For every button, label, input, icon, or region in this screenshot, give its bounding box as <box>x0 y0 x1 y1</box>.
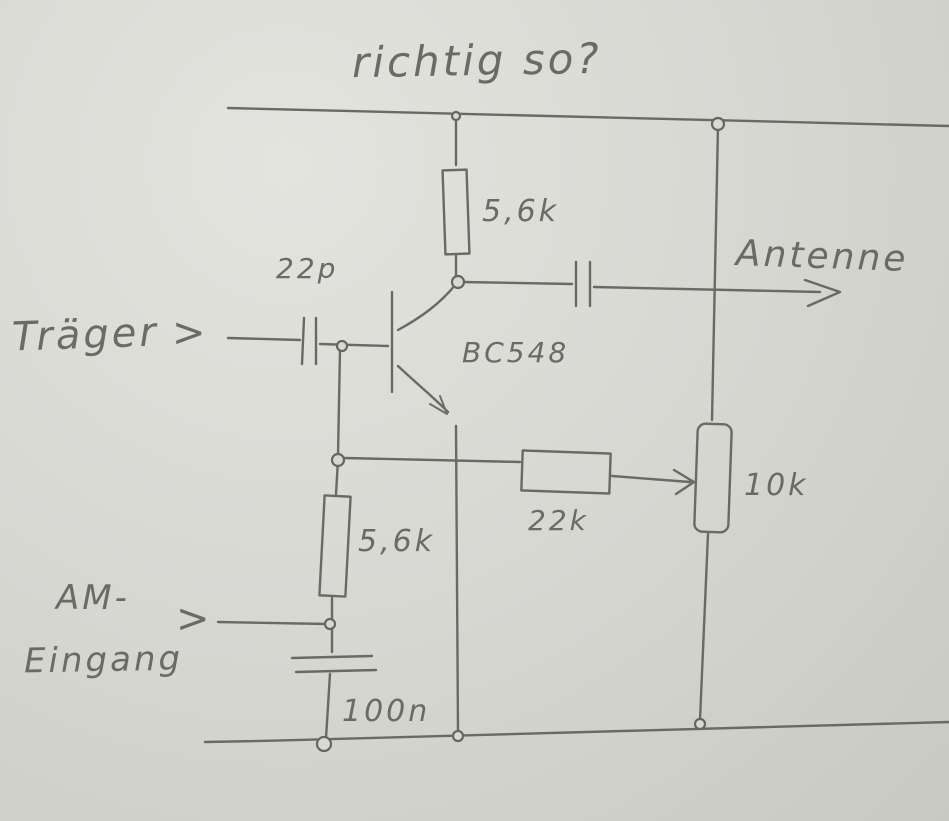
antenne-label: Antenne <box>735 233 910 280</box>
node-base <box>335 339 349 353</box>
pot-top-wire <box>710 124 720 422</box>
potentiometer-10k <box>693 422 733 534</box>
transistor-collector-leg <box>396 282 458 332</box>
node-top-pot <box>710 116 726 132</box>
antenne-arrow <box>803 278 842 308</box>
antenne-wire <box>592 285 822 294</box>
transistor-emitter-arrow <box>429 395 448 415</box>
cap-100n-bottom-wire <box>324 672 332 740</box>
am-label-line2: Eingang <box>23 638 184 682</box>
output-wire <box>460 280 574 286</box>
node-bias <box>330 452 346 468</box>
base-wire <box>318 342 390 348</box>
node-gnd-left <box>315 735 333 753</box>
traeger-label: Träger <box>11 309 160 361</box>
res-bottom-label: 5,6k <box>358 524 436 559</box>
node-collector <box>450 274 466 290</box>
node-gnd-emitter <box>451 729 465 743</box>
am-arrow: > <box>176 596 213 642</box>
bias-to-22k-wire <box>342 456 522 464</box>
am-wire <box>216 620 330 626</box>
res-top-label: 5,6k <box>482 194 560 229</box>
wiper-arrow <box>672 468 696 496</box>
collector-resistor <box>441 168 471 256</box>
pot-10k-label: 10k <box>744 468 809 503</box>
emitter-to-ground <box>454 424 460 736</box>
pot-bottom-wire <box>698 532 710 722</box>
traeger-wire <box>226 336 302 342</box>
title-label: richtig so? <box>351 33 603 88</box>
bias-resistor <box>318 494 352 598</box>
ground-rail <box>203 720 949 744</box>
resistor-22k <box>520 449 612 495</box>
res-22k-label: 22k <box>528 504 589 537</box>
input-capacitor <box>300 316 318 366</box>
node-top-collector <box>450 110 462 122</box>
bias-vertical <box>336 348 342 458</box>
node-gnd-pot <box>693 717 707 731</box>
transistor-label: BC548 <box>462 336 570 369</box>
am-label-line1: AM- <box>56 578 130 618</box>
traeger-arrow: > <box>172 310 209 356</box>
wiper-wire <box>610 474 692 484</box>
capacitor-100n <box>290 654 378 674</box>
cap-22p-label: 22p <box>276 252 339 285</box>
transistor-emitter-leg <box>396 364 450 414</box>
cap-100n-label: 100n <box>342 694 431 729</box>
top-supply-rail <box>226 106 949 128</box>
output-capacitor <box>574 260 592 308</box>
node-am <box>323 617 337 631</box>
